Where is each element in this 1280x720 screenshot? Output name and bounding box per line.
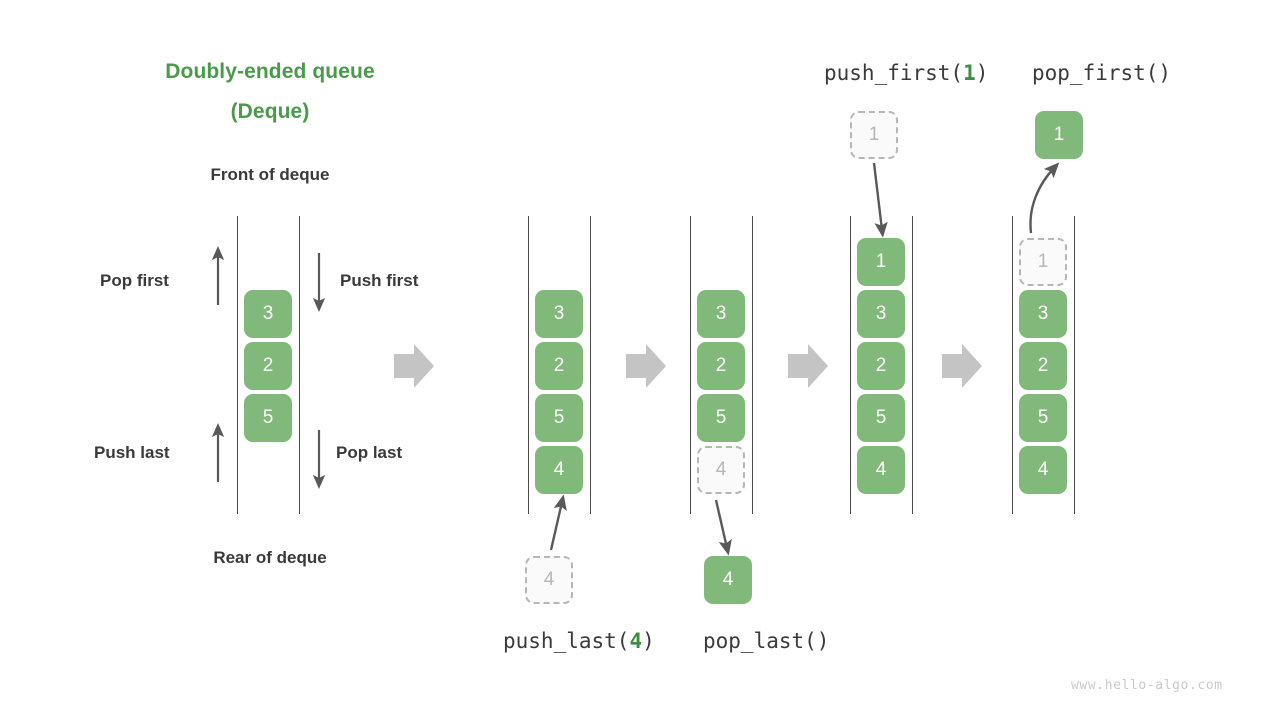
push-last-operation-name: push_last( [503, 629, 630, 653]
transition-arrow-icon [626, 344, 666, 388]
push-last-label: Push last [94, 443, 170, 462]
push-last-flow-arrow-icon [549, 494, 567, 551]
pop-first-operation-label: pop_first() [1032, 61, 1171, 85]
pop-last-operation-label: pop_last() [703, 629, 829, 653]
pop-first-flow-arrow-icon [1029, 162, 1060, 234]
push-first-label: Push first [340, 271, 419, 290]
watermark: www.hello-algo.com [1071, 678, 1223, 693]
deque-item: 4 [1019, 446, 1067, 494]
deque-item: 3 [244, 290, 292, 338]
push-first-operation-label: push_first(1) [824, 61, 988, 85]
deque-item: 2 [857, 342, 905, 390]
deque-item: 2 [244, 342, 292, 390]
transition-arrow-icon [942, 344, 982, 388]
deque-item-popped-ghost: 4 [697, 446, 745, 494]
deque-rail-right-col2 [590, 216, 591, 514]
deque-rail-left-col2 [528, 216, 529, 514]
pop-last-label: Pop last [336, 443, 403, 462]
push-last-source-box: 4 [525, 556, 573, 604]
transition-arrow-icon [394, 344, 434, 388]
push-last-operation-close: ) [642, 629, 655, 653]
push-last-operation-arg: 4 [629, 629, 643, 653]
pop-last-result-box: 4 [704, 556, 752, 604]
push-first-source-box: 1 [850, 111, 898, 159]
pop-last-flow-arrow-icon [714, 499, 732, 556]
deque-item: 2 [1019, 342, 1067, 390]
deque-item: 5 [697, 394, 745, 442]
deque-item: 3 [857, 290, 905, 338]
deque-item: 5 [244, 394, 292, 442]
deque-rail-left-col1 [237, 216, 238, 514]
deque-rail-right-col3 [752, 216, 753, 514]
push-first-operation-name: push_first( [824, 61, 964, 85]
deque-rail-right-col1 [299, 216, 300, 514]
deque-item: 4 [857, 446, 905, 494]
pop-last-operation-name: pop_last() [703, 629, 830, 653]
rear-of-deque-label: Rear of deque [213, 548, 327, 567]
deque-item-pushed: 1 [857, 238, 905, 286]
deque-item: 2 [535, 342, 583, 390]
deque-rail-left-col4 [850, 216, 851, 514]
push-first-operation-close: ) [975, 61, 989, 85]
deque-item-popped-ghost: 1 [1019, 238, 1067, 286]
pop-first-label: Pop first [100, 271, 169, 290]
deque-item: 3 [1019, 290, 1067, 338]
front-of-deque-label: Front of deque [210, 165, 330, 184]
page-title-line1: Doubly-ended queue [165, 60, 375, 83]
push-first-flow-arrow-icon [872, 162, 888, 238]
page-title-line2: (Deque) [230, 100, 310, 123]
pop-first-operation-name: pop_first() [1032, 61, 1172, 85]
deque-rail-left-col3 [690, 216, 691, 514]
push-first-operation-arg: 1 [963, 61, 976, 85]
push-last-operation-label: push_last(4) [503, 629, 655, 653]
transition-arrow-icon [788, 344, 828, 388]
deque-item: 3 [535, 290, 583, 338]
deque-item: 2 [697, 342, 745, 390]
deque-rail-right-col4 [912, 216, 913, 514]
deque-item: 3 [697, 290, 745, 338]
deque-item: 5 [1019, 394, 1067, 442]
deque-item: 5 [535, 394, 583, 442]
deque-rail-left-col5 [1012, 216, 1013, 514]
pop-first-result-box: 1 [1035, 111, 1083, 159]
deque-item-pushed: 4 [535, 446, 583, 494]
deque-item: 5 [857, 394, 905, 442]
deque-rail-right-col5 [1074, 216, 1075, 514]
